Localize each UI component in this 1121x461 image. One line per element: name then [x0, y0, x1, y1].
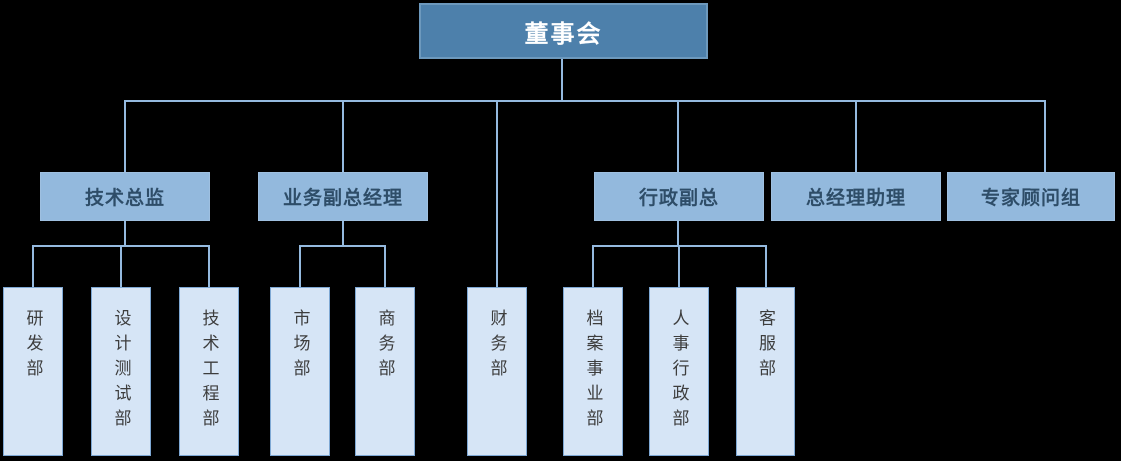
node-label: 业务副总经理: [282, 188, 403, 209]
connector-line: [124, 100, 1046, 102]
node-label: 设计测试部: [111, 309, 131, 434]
node-expert-advisory-group[interactable]: 专家顾问组: [947, 172, 1115, 221]
node-admin-deputy-gm[interactable]: 行政副总: [594, 172, 764, 221]
connector-line: [124, 221, 126, 246]
node-tech-director[interactable]: 技术总监: [40, 172, 210, 221]
node-label: 商务部: [375, 309, 395, 384]
node-marketing-dept[interactable]: 市场部: [270, 287, 330, 456]
connector-line: [1044, 100, 1046, 172]
node-label: 人事行政部: [669, 309, 689, 434]
connector-line: [124, 100, 126, 172]
node-board-of-directors[interactable]: 董事会: [419, 3, 708, 59]
connector-line: [299, 245, 301, 287]
node-label: 客服部: [756, 309, 775, 384]
node-archives-division-dept[interactable]: 档案事业部: [563, 287, 623, 456]
connector-line: [299, 245, 386, 247]
node-label: 市场部: [290, 309, 310, 384]
connector-line: [561, 59, 563, 100]
node-label: 财务部: [487, 309, 507, 384]
node-gm-assistant[interactable]: 总经理助理: [771, 172, 941, 221]
connector-line: [765, 245, 767, 287]
connector-line: [120, 245, 122, 287]
connector-line: [677, 221, 679, 246]
node-hr-admin-dept[interactable]: 人事行政部: [649, 287, 709, 456]
connector-line: [592, 245, 594, 287]
connector-line: [496, 100, 498, 287]
connector-line: [342, 221, 344, 246]
connector-line: [384, 245, 386, 287]
node-tech-engineering-dept[interactable]: 技术工程部: [179, 287, 239, 456]
node-label: 总经理助理: [805, 188, 906, 209]
node-label: 技术工程部: [199, 309, 219, 434]
node-label: 行政副总: [638, 188, 719, 209]
node-business-deputy-gm[interactable]: 业务副总经理: [258, 172, 428, 221]
connector-line: [208, 245, 210, 287]
node-finance-dept[interactable]: 财务部: [467, 287, 527, 456]
node-design-testing-dept[interactable]: 设计测试部: [91, 287, 151, 456]
connector-line: [678, 245, 680, 287]
node-label: 档案事业部: [583, 309, 603, 434]
node-rd-dept[interactable]: 研发部: [3, 287, 63, 456]
connector-line: [677, 100, 679, 172]
node-label: 研发部: [23, 309, 43, 384]
connector-line: [32, 245, 34, 287]
connector-line: [342, 100, 344, 172]
node-label: 技术总监: [84, 188, 165, 209]
node-business-dept[interactable]: 商务部: [355, 287, 415, 456]
connector-line: [855, 100, 857, 172]
node-label: 董事会: [524, 20, 603, 48]
node-label: 专家顾问组: [980, 188, 1081, 209]
node-customer-service-dept[interactable]: 客服部: [736, 287, 795, 456]
